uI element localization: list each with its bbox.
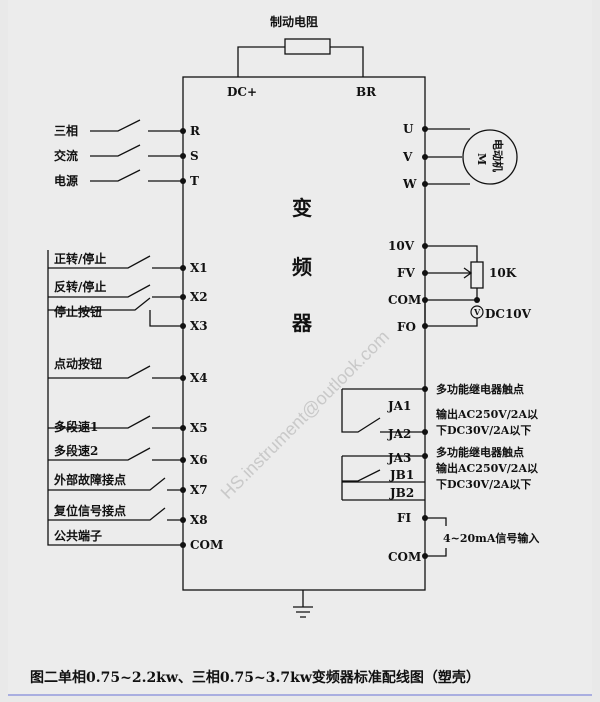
current-input-label: 4~20mA信号输入	[443, 531, 539, 545]
terminal-com-fi: COM	[388, 550, 421, 564]
terminal-br: BR	[356, 85, 377, 99]
terminal-ja2: JA2	[387, 427, 411, 441]
motor: 电动机 M U V W	[402, 122, 518, 191]
inverter-box	[182, 76, 426, 591]
input-label-x3: 停止按钮	[54, 304, 102, 319]
relay2-text-3: 下DC30V/2A以下	[436, 478, 531, 491]
power-label-3: 电源	[54, 173, 78, 188]
terminal-ja3: JA3	[387, 451, 411, 465]
terminal-10v: 10V	[388, 239, 415, 253]
brake-resistor-label: 制动电阻	[270, 14, 318, 29]
terminal-u: U	[403, 122, 414, 136]
meter-label: DC10V	[485, 307, 532, 321]
terminal-v: V	[402, 150, 413, 164]
diagram-frame	[8, 0, 592, 696]
terminal-fo: FO	[397, 320, 416, 334]
analog-io: V 10V FV COM FO 10K DC10V	[388, 239, 532, 334]
power-input: 三相 交流 电源 R S T	[54, 119, 201, 188]
brake-resistor-icon	[284, 38, 331, 55]
motor-icon	[462, 129, 518, 185]
relay1-text-2: 输出AC250V/2A以	[436, 407, 538, 421]
inverter-label-2: 频	[292, 255, 312, 279]
power-label-2: 交流	[54, 148, 78, 163]
terminal-x1: X1	[190, 261, 208, 275]
terminal-fv: FV	[397, 266, 416, 280]
input-label-x7: 外部故障接点	[54, 472, 126, 487]
potentiometer-icon	[470, 261, 484, 289]
control-inputs: 正转/停止 反转/停止 停止按钮 点动按钮 多段速1 多段速2 外部故障接点 复…	[47, 250, 223, 552]
pot-value: 10K	[489, 266, 517, 280]
relay2-text-1: 多功能继电器触点	[436, 445, 524, 459]
caption: 图二单相0.75~2.2kw、三相0.75~3.7kw变频器标准配线图（塑壳）	[30, 669, 480, 686]
terminal-x4: X4	[190, 371, 208, 385]
current-input: FI COM 4~20mA信号输入	[388, 511, 539, 564]
terminal-x6: X6	[190, 453, 208, 467]
inverter-label-1: 变	[292, 196, 312, 220]
terminal-ja1: JA1	[387, 399, 411, 413]
terminal-jb1: JB1	[389, 468, 414, 482]
terminal-x5: X5	[190, 421, 208, 435]
terminal-s: S	[190, 149, 199, 163]
input-label-x6: 多段速2	[54, 443, 98, 458]
voltmeter-icon	[470, 305, 484, 319]
motor-symbol: M	[475, 153, 488, 165]
input-label-x8: 复位信号接点	[53, 503, 126, 518]
terminal-x2: X2	[190, 290, 208, 304]
relay-outputs: JA1 JA2 JA3 JB1 JB2 多功能继电器触点 输出AC250V/2A…	[341, 382, 538, 501]
terminal-x8: X8	[190, 513, 208, 527]
power-label-1: 三相	[54, 123, 78, 138]
terminal-r: R	[190, 124, 201, 138]
relay1-text-1: 多功能继电器触点	[436, 382, 524, 396]
voltmeter-symbol: V	[473, 307, 481, 317]
terminal-com-analog: COM	[388, 293, 421, 307]
terminal-jb2: JB2	[389, 486, 414, 500]
terminal-fi: FI	[397, 511, 412, 525]
terminal-x7: X7	[190, 483, 208, 497]
input-label-x5: 多段速1	[54, 419, 98, 434]
relay1-text-3: 下DC30V/2A以下	[436, 424, 531, 437]
terminal-dc-plus: DC+	[227, 85, 257, 99]
input-label-com: 公共端子	[54, 528, 102, 543]
input-label-x4: 点动按钮	[54, 356, 102, 371]
ground-icon	[293, 590, 313, 618]
terminal-w: W	[402, 177, 417, 191]
relay2-text-2: 输出AC250V/2A以	[436, 461, 538, 475]
brake-wire-left	[237, 46, 285, 77]
motor-label: 电动机	[491, 139, 505, 172]
terminal-t: T	[190, 174, 199, 188]
terminal-x3: X3	[190, 319, 208, 333]
terminal-com-left: COM	[190, 538, 223, 552]
input-label-x1: 正转/停止	[54, 251, 106, 266]
brake-wire-right	[330, 46, 364, 77]
input-label-x2: 反转/停止	[54, 279, 106, 294]
inverter-label-3: 器	[291, 311, 313, 335]
